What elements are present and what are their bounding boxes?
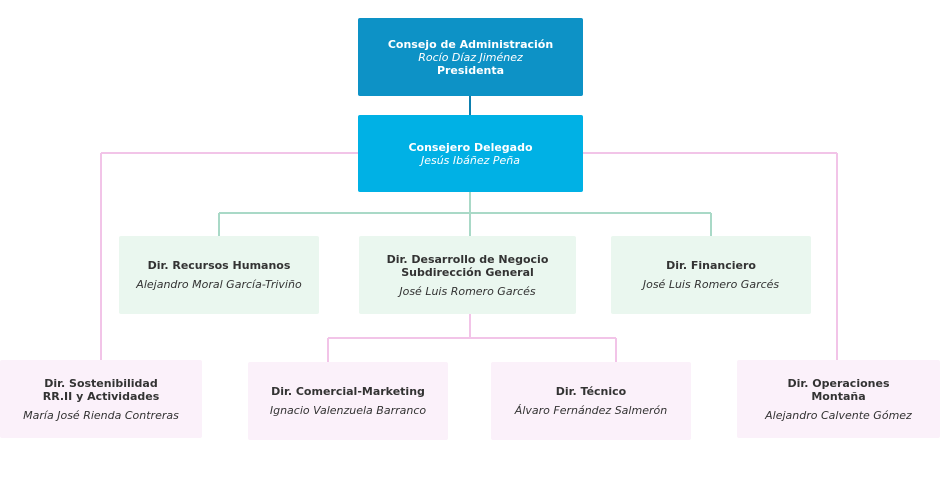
node-person: María José Rienda Contreras: [23, 408, 179, 422]
node-title: Consejo de Administración: [387, 37, 554, 51]
node-title: Dir. Financiero: [666, 259, 756, 272]
node-title: Consejero Delegado: [408, 140, 533, 154]
node-person: José Luis Romero Garcés: [642, 278, 780, 291]
node-finance-director[interactable]: Dir. Financiero José Luis Romero Garcés: [611, 236, 811, 314]
node-person: Álvaro Fernández Salmerón: [514, 404, 668, 417]
node-operations-director[interactable]: Dir. Operaciones Montaña Alejandro Calve…: [737, 360, 940, 438]
node-title: Dir. Sostenibilidad RR.II y Actividades: [42, 376, 160, 403]
node-title: Dir. Técnico: [555, 385, 627, 398]
node-person: Jesús Ibáñez Peña: [420, 153, 521, 167]
node-person: Alejandro Calvente Gómez: [765, 408, 912, 422]
node-title: Dir. Comercial-Marketing: [271, 385, 425, 398]
node-person: Rocío Díaz Jiménez: [418, 50, 523, 64]
node-title: Dir. Desarrollo de Negocio Subdirección …: [386, 252, 549, 279]
node-person: José Luis Romero Garcés: [399, 284, 536, 298]
node-technical-director[interactable]: Dir. Técnico Álvaro Fernández Salmerón: [491, 362, 691, 440]
node-board-of-directors[interactable]: Consejo de Administración Rocío Díaz Jim…: [358, 18, 583, 96]
node-title: Dir. Recursos Humanos: [147, 259, 291, 272]
node-ceo[interactable]: Consejero Delegado Jesús Ibáñez Peña: [358, 115, 583, 192]
node-business-dev-director[interactable]: Dir. Desarrollo de Negocio Subdirección …: [359, 236, 576, 314]
node-commercial-director[interactable]: Dir. Comercial-Marketing Ignacio Valenzu…: [248, 362, 448, 440]
node-title: Dir. Operaciones Montaña: [787, 376, 890, 403]
node-role: Presidenta: [436, 63, 505, 77]
node-person: Ignacio Valenzuela Barranco: [269, 404, 427, 417]
node-hr-director[interactable]: Dir. Recursos Humanos Alejandro Moral Ga…: [119, 236, 319, 314]
node-sustainability-director[interactable]: Dir. Sostenibilidad RR.II y Actividades …: [0, 360, 202, 438]
node-person: Alejandro Moral García-Triviño: [136, 278, 302, 291]
